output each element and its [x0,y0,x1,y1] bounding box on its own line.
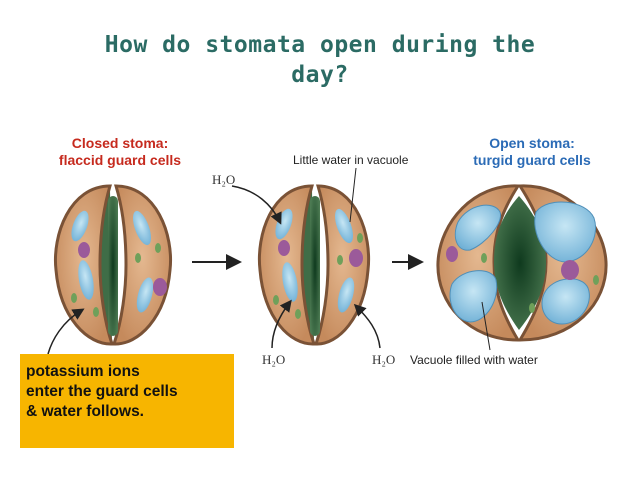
callout-line-2: enter the guard cells [26,382,228,402]
callout-box: potassium ions enter the guard cells & w… [20,354,234,448]
callout-line-1: potassium ions [26,362,228,382]
middle-stoma-cell [259,186,368,344]
h2o-bottom-right-arrow [356,306,380,348]
callout-line-3: & water follows. [26,402,228,422]
open-stoma-cell [438,186,606,340]
closed-stoma-cell [55,186,170,344]
